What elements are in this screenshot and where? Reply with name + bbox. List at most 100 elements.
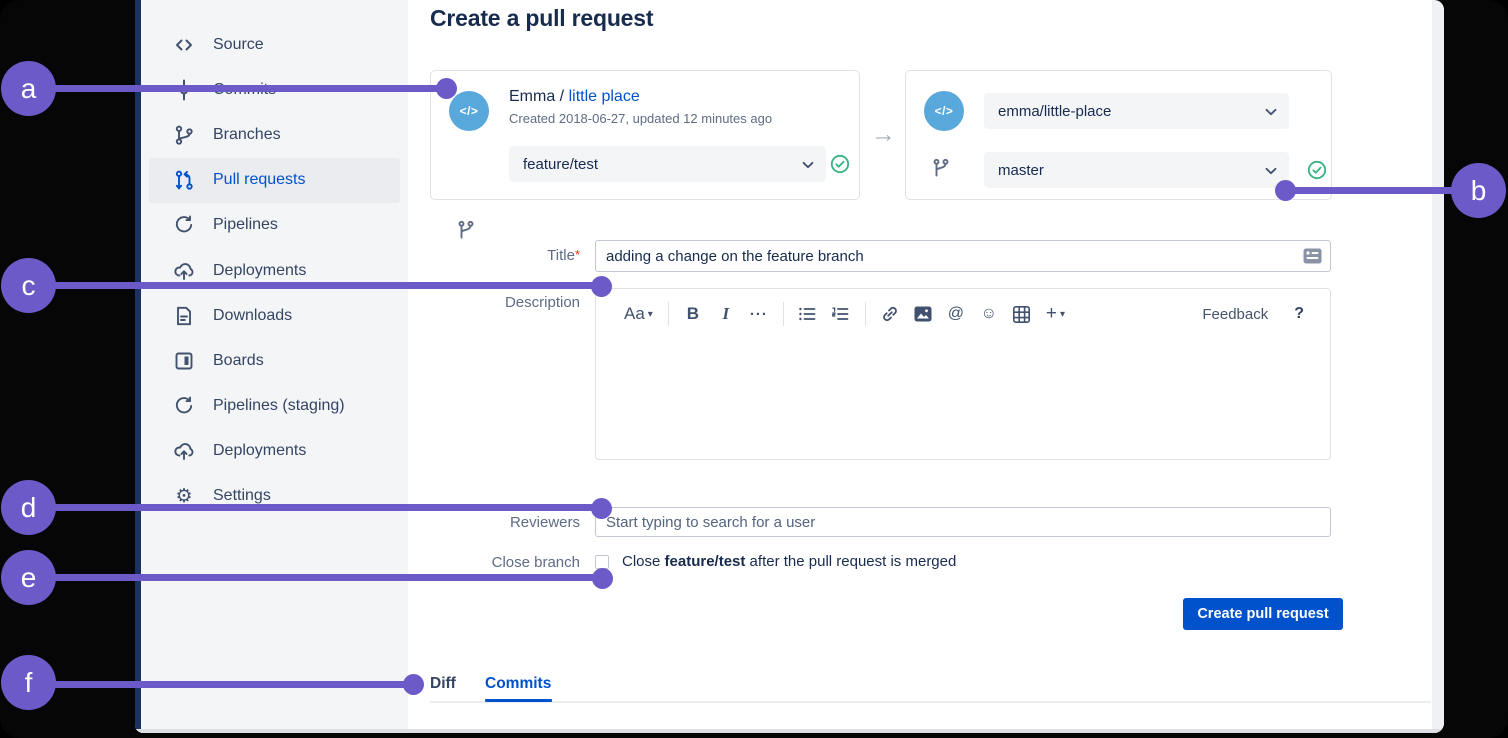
reviewers-label: Reviewers: [509, 514, 580, 531]
description-label: Description: [504, 294, 580, 311]
branch-icon: [455, 219, 477, 246]
description-editor[interactable]: Aa▾ B I ···: [595, 288, 1331, 460]
sidebar-item-label: Pull requests: [213, 171, 306, 189]
description-textarea[interactable]: [596, 326, 1330, 436]
sidebar-item-pipelines-staging[interactable]: Pipelines (staging): [149, 384, 400, 429]
bullet-list-button[interactable]: [799, 302, 817, 326]
chevron-down-icon: [1265, 103, 1277, 120]
annotation-marker-c: c: [1, 258, 56, 313]
pipelines-icon: [173, 214, 195, 236]
feedback-link[interactable]: Feedback: [1202, 305, 1269, 323]
reviewers-input[interactable]: [595, 507, 1331, 537]
source-branch-value: feature/test: [523, 155, 599, 173]
image-button[interactable]: [914, 302, 932, 326]
destination-branch-card: </> emma/little-place master: [905, 70, 1332, 200]
italic-button[interactable]: I: [722, 304, 730, 323]
sidebar-item-branches[interactable]: Branches: [149, 112, 400, 157]
tabs-divider: [430, 701, 1431, 703]
editor-toolbar: Aa▾ B I ···: [596, 289, 1330, 326]
title-label: Title*: [547, 247, 580, 264]
branch-valid-check-icon: [830, 154, 850, 174]
annotation-dot-b: [1275, 180, 1296, 201]
page-title: Create a pull request: [430, 5, 654, 31]
sidebar-item-pipelines[interactable]: Pipelines: [149, 203, 400, 248]
numbered-list-button[interactable]: [832, 302, 850, 326]
chevron-down-icon: ▾: [1059, 308, 1065, 320]
branch-valid-check-icon: [1307, 160, 1327, 180]
bitbucket-window: Source Commits Branches: [135, 0, 1444, 733]
repo-avatar-icon: </>: [924, 91, 964, 131]
annotation-marker-e: e: [1, 550, 56, 605]
sidebar-item-pull-requests[interactable]: Pull requests: [149, 157, 400, 203]
required-asterisk: *: [574, 247, 580, 262]
branches-icon: [173, 124, 195, 146]
close-branch-text: Close feature/test after the pull reques…: [622, 553, 957, 570]
annotation-line-b: [1287, 187, 1455, 194]
sidebar-item-settings[interactable]: ⚙ Settings: [149, 474, 400, 519]
branch-icon: [930, 157, 952, 184]
text-style-button[interactable]: Aa▾: [624, 304, 653, 323]
sidebar-item-label: Boards: [213, 351, 264, 369]
pull-requests-icon: [173, 169, 195, 191]
annotation-line-e: [52, 574, 603, 581]
scrollbar-track[interactable]: [1432, 0, 1444, 733]
chevron-down-icon: [1265, 162, 1277, 179]
sidebar-item-label: Source: [213, 35, 264, 53]
sidebar-item-boards[interactable]: Boards: [149, 338, 400, 383]
downloads-icon: [173, 305, 195, 327]
merge-direction-arrow-icon: →: [871, 120, 896, 148]
create-pull-request-button[interactable]: Create pull request: [1183, 598, 1343, 630]
destination-repo-select[interactable]: emma/little-place: [984, 93, 1289, 129]
repo-meta-text: Created 2018-06-27, updated 12 minutes a…: [509, 111, 773, 126]
toolbar-divider: [864, 302, 866, 326]
destination-branch-select[interactable]: master: [984, 152, 1289, 188]
annotation-line-c: [52, 282, 602, 289]
sidebar-item-label: Pipelines (staging): [213, 397, 345, 415]
tab-commits[interactable]: Commits: [485, 675, 552, 692]
toolbar-divider: [667, 302, 669, 326]
annotation-marker-f: f: [1, 655, 56, 710]
close-branch-checkbox[interactable]: [595, 555, 609, 569]
annotation-dot-e: [592, 568, 613, 589]
source-branch-select[interactable]: feature/test: [509, 146, 826, 182]
sidebar-item-label: Branches: [213, 125, 281, 143]
emoji-button[interactable]: ☺: [980, 305, 997, 322]
sidebar-item-label: Settings: [213, 487, 271, 505]
code-icon: [173, 34, 195, 56]
sidebar-item-downloads[interactable]: Downloads: [149, 293, 400, 338]
sidebar-item-source[interactable]: Source: [149, 22, 400, 67]
breadcrumb-separator: /: [555, 88, 569, 105]
title-templates-icon[interactable]: [1303, 248, 1322, 269]
tab-diff[interactable]: Diff: [430, 675, 456, 692]
close-branch-label: Close branch: [491, 554, 580, 571]
annotation-line-d: [52, 504, 602, 511]
bold-button[interactable]: B: [686, 304, 699, 323]
title-input[interactable]: [595, 240, 1331, 272]
annotation-dot-d: [591, 498, 612, 519]
toolbar-divider: [782, 302, 784, 326]
annotation-line-f: [52, 681, 414, 688]
annotation-dot-f: [403, 674, 424, 695]
insert-button[interactable]: +▾: [1045, 303, 1065, 324]
table-button[interactable]: [1013, 302, 1031, 326]
repo-name-link[interactable]: little place: [568, 88, 640, 105]
active-tab-underline: [485, 699, 552, 702]
link-button[interactable]: [881, 302, 899, 326]
source-branch-card: </> Emma / little place Created 2018-06-…: [430, 70, 860, 239]
main-content: Create a pull request </> Emma / little …: [408, 0, 1432, 733]
annotation-dot-c: [591, 276, 612, 297]
more-formatting-button[interactable]: ···: [749, 305, 768, 323]
repo-owner: Emma: [509, 88, 556, 105]
source-repo-breadcrumb: Emma / little place: [509, 88, 640, 106]
annotation-marker-d: d: [1, 480, 56, 535]
sidebar-nav: Source Commits Branches: [141, 22, 408, 519]
close-branch-branch-name: feature/test: [664, 553, 746, 570]
pipelines-icon: [173, 395, 195, 417]
sidebar-item-deployments-2[interactable]: Deployments: [149, 429, 400, 474]
sidebar-item-deployments[interactable]: Deployments: [149, 248, 400, 293]
destination-repo-value: emma/little-place: [998, 102, 1112, 120]
destination-branch-value: master: [998, 161, 1044, 179]
help-icon[interactable]: ?: [1294, 305, 1304, 322]
annotation-line-a: [52, 85, 447, 92]
mention-button[interactable]: @: [947, 305, 964, 322]
